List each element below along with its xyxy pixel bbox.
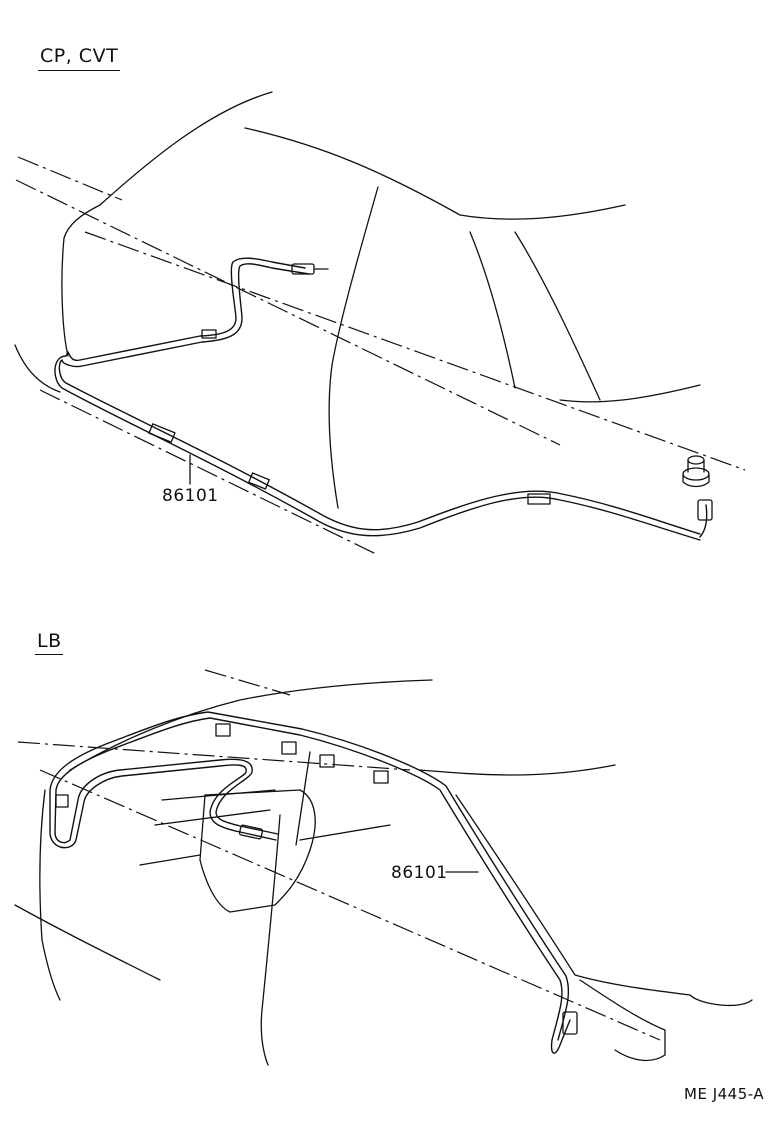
reference-lines bbox=[15, 156, 746, 556]
title-underline bbox=[35, 654, 63, 655]
car-body-outline bbox=[14, 91, 701, 509]
cord-clip bbox=[373, 770, 389, 784]
antenna-cord bbox=[54, 257, 713, 541]
antenna-plug bbox=[238, 824, 264, 840]
part-number-label: 86101 bbox=[162, 486, 219, 506]
section-title-lb: LB bbox=[37, 630, 62, 652]
antenna-connector bbox=[697, 499, 713, 521]
cord-clip bbox=[248, 472, 270, 490]
cord-clip bbox=[319, 754, 335, 768]
diagram-code: ME J445-A bbox=[684, 1085, 765, 1103]
part-number-label: 86101 bbox=[391, 863, 448, 883]
rear-panel bbox=[199, 789, 316, 913]
antenna-connector bbox=[562, 1011, 578, 1035]
cord-clip bbox=[148, 423, 176, 443]
cord-joint bbox=[201, 329, 217, 339]
reference-lines bbox=[17, 669, 661, 1041]
antenna-base-icon bbox=[682, 455, 710, 488]
antenna-cord bbox=[49, 711, 578, 1054]
cord-clip bbox=[55, 794, 69, 808]
section-title-cp-cvt: CP, CVT bbox=[40, 45, 119, 67]
cord-sleeve bbox=[527, 493, 551, 505]
cord-clip bbox=[281, 741, 297, 755]
title-underline bbox=[38, 70, 120, 71]
leader-line bbox=[295, 751, 311, 846]
cord-clip bbox=[215, 723, 231, 737]
car-body-outline bbox=[14, 679, 753, 1066]
